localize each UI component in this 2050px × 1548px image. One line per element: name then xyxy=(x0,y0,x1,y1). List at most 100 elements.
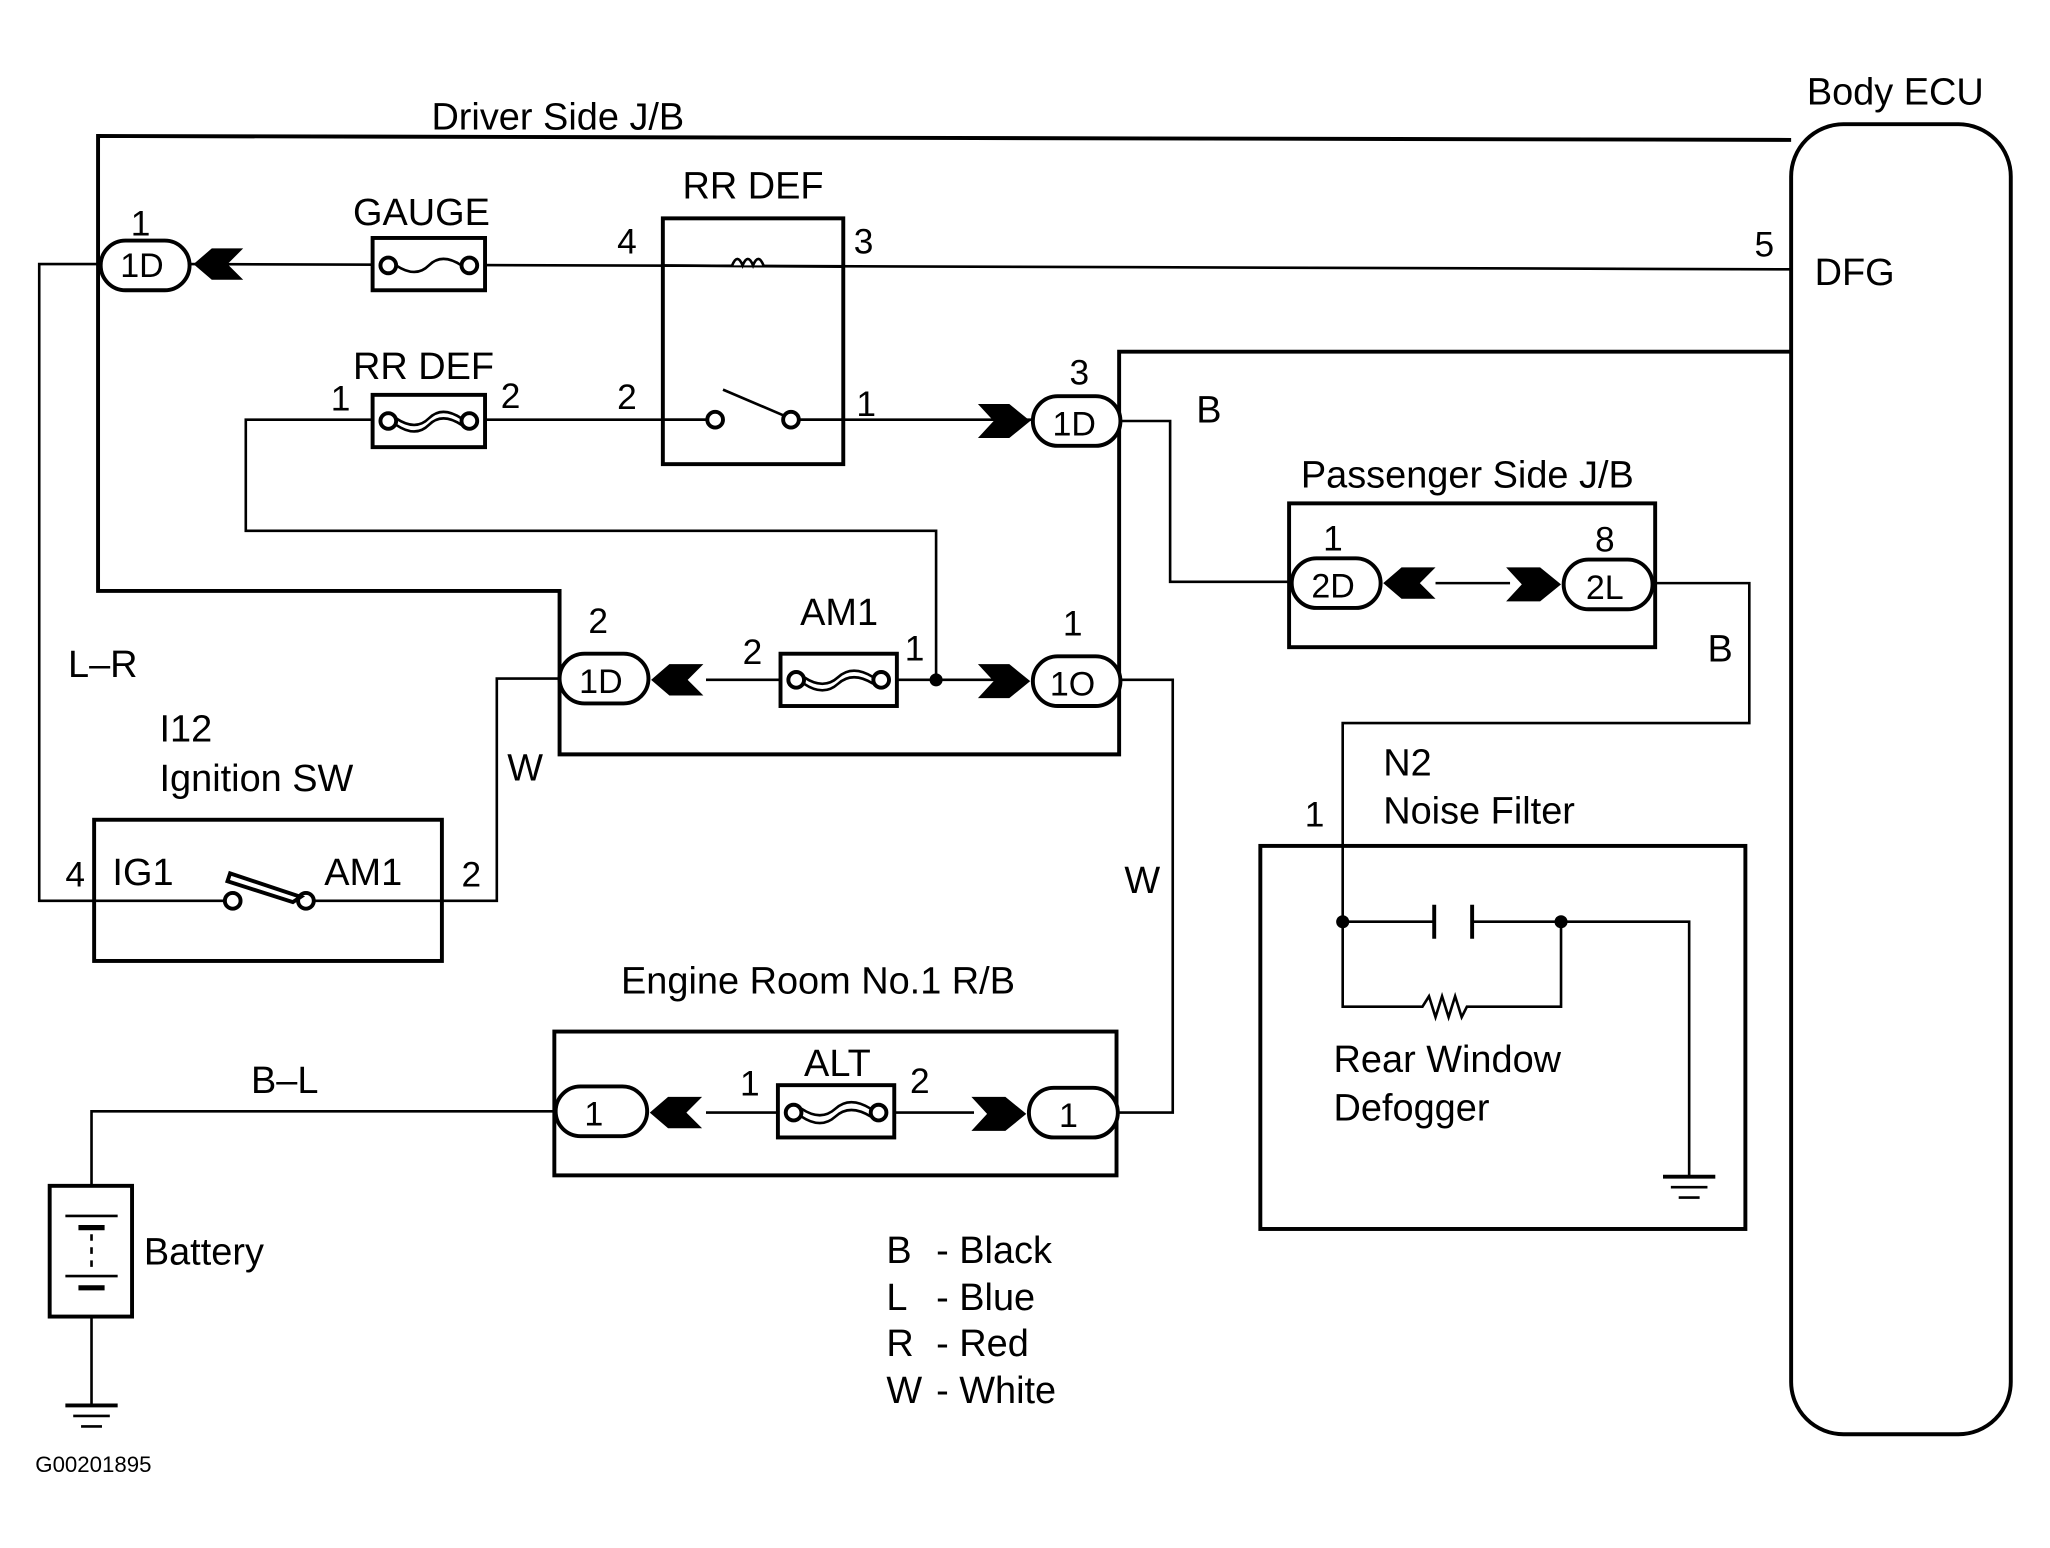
fuse-rr-pin-1: 1 xyxy=(331,380,351,419)
battery: Battery xyxy=(47,1183,264,1428)
noise-label: Noise Filter xyxy=(1383,791,1575,833)
wire-bl xyxy=(90,1110,556,1186)
fuse-element-icon xyxy=(395,410,463,427)
wire-defogger-ground xyxy=(1561,920,1691,1177)
wire-b-2 xyxy=(1341,581,1751,922)
connector-1d-mid-label: 1D xyxy=(1052,405,1095,443)
wire-lr xyxy=(37,262,101,903)
pin-2d: 1 xyxy=(1323,519,1343,558)
driver-jb-label: Driver Side J/B xyxy=(431,96,684,138)
body-ecu-box xyxy=(1789,122,2013,1437)
connector-2d-body xyxy=(1289,556,1383,610)
legend-code: R xyxy=(886,1323,913,1365)
arrow-right-icon xyxy=(1506,567,1562,602)
alt-pin-1: 1 xyxy=(740,1065,760,1104)
ignition-switch: I12 Ignition SW IG1 AM1 4 2 xyxy=(65,708,482,963)
relay-pin-1: 1 xyxy=(856,385,876,424)
pin-2l: 8 xyxy=(1595,521,1615,560)
am1-fuse: AM1 2 1 xyxy=(743,592,925,708)
dfg-label: DFG xyxy=(1815,252,1895,294)
ig-pin-2: 2 xyxy=(462,855,482,894)
engine-rb-label: Engine Room No.1 R/B xyxy=(621,961,1015,1003)
wire-color-b-2: B xyxy=(1707,629,1732,671)
rr-def-relay: RR DEF 4 3 2 1 xyxy=(617,166,876,467)
wire-color-w-2: W xyxy=(1124,860,1160,902)
rr-def-fuse-label: RR DEF xyxy=(353,346,494,388)
fuse-element-icon xyxy=(395,257,463,274)
wire-w-er xyxy=(1117,678,1175,1114)
ig-pin-4: 4 xyxy=(65,855,85,894)
noise-filter: N2 Noise Filter 1 Rear Window Defogger xyxy=(1258,742,1748,1231)
relay-pin-2: 2 xyxy=(617,378,637,417)
passenger-jb-label: Passenger Side J/B xyxy=(1301,455,1634,497)
fuse-terminal-icon xyxy=(459,411,480,431)
wire-color-legend: B - Black L - Blue R - Red W - White xyxy=(886,1230,1056,1412)
fuse-element-icon xyxy=(800,1108,872,1125)
battery-label: Battery xyxy=(144,1231,264,1273)
battery-box xyxy=(47,1183,135,1319)
wires xyxy=(37,262,1792,1406)
relay-pin-3: 3 xyxy=(854,223,874,262)
legend-code: L xyxy=(886,1277,907,1319)
arrow-right-icon xyxy=(977,404,1031,438)
am1-pin-2: 2 xyxy=(743,633,763,672)
arrow-left-icon xyxy=(651,664,704,696)
body-ecu-label: Body ECU xyxy=(1807,72,1984,114)
noise-pin-1: 1 xyxy=(1305,795,1325,834)
defogger-label-2: Defogger xyxy=(1334,1087,1490,1129)
connector-2l-label: 2L xyxy=(1586,569,1624,607)
wire-color-b-1: B xyxy=(1196,389,1221,431)
legend-name: - White xyxy=(936,1370,1056,1412)
connector-1o-body xyxy=(1030,654,1123,708)
body-ecu: Body ECU DFG 5 xyxy=(1755,72,2013,1437)
connector-1d-mid: 1D 3 B xyxy=(977,353,1222,448)
fuse-terminal-icon xyxy=(871,670,891,690)
relay-pin-4: 4 xyxy=(617,223,637,262)
fuse-element-icon xyxy=(395,417,463,433)
junction-dot xyxy=(1554,915,1568,929)
fuse-element-icon xyxy=(800,1100,872,1117)
switch-contact-icon xyxy=(705,409,725,430)
defogger-box xyxy=(1258,843,1748,1231)
resistor-icon xyxy=(1341,921,1563,1022)
defogger-label-1: Rear Window xyxy=(1334,1039,1562,1081)
passenger-side-jb: Passenger Side J/B 2D 1 2L 8 B xyxy=(1287,455,1733,671)
legend-code: B xyxy=(886,1230,911,1272)
wire-b-1 xyxy=(1120,419,1292,584)
fuse-terminal-icon xyxy=(378,411,399,431)
rr-def-fuse: RR DEF 1 2 xyxy=(331,346,520,450)
fuse-element-icon xyxy=(803,669,875,686)
arrow-right-icon xyxy=(971,1096,1027,1131)
arrow-left-icon xyxy=(649,1096,703,1129)
legend-name: - Black xyxy=(936,1230,1053,1272)
arrow-left-icon xyxy=(193,248,244,280)
am1-fuse-label: AM1 xyxy=(800,592,878,634)
connector-2l-body xyxy=(1561,557,1655,612)
gauge-fuse-label: GAUGE xyxy=(353,192,490,234)
fuse-terminal-icon xyxy=(378,255,399,276)
relay-box xyxy=(660,216,846,467)
fuse-terminal-icon xyxy=(868,1102,889,1123)
relay-label: RR DEF xyxy=(682,166,823,208)
connector-2d-label: 2D xyxy=(1311,568,1354,606)
noise-id: N2 xyxy=(1383,742,1431,784)
connector-1d-left-label: 1D xyxy=(579,663,622,701)
connector-1d-left-body xyxy=(557,651,651,706)
legend-code: W xyxy=(886,1370,922,1412)
pin-1d-left: 2 xyxy=(588,602,608,641)
fuse-terminal-icon xyxy=(786,670,807,690)
fuse-terminal-icon xyxy=(783,1102,804,1123)
wire-color-lr: L–R xyxy=(68,644,138,686)
ecu-pin-5: 5 xyxy=(1755,225,1775,264)
connector-1d-top-label: 1D xyxy=(120,247,163,285)
wire-color-w-1: W xyxy=(507,748,543,790)
switch-contact-icon xyxy=(781,409,801,430)
ignition-label: Ignition SW xyxy=(160,758,354,800)
am1-switch-label: AM1 xyxy=(324,852,402,894)
legend-name: - Blue xyxy=(936,1277,1035,1319)
fuse-element-icon xyxy=(803,675,875,692)
am1-pin-1: 1 xyxy=(905,629,925,668)
ig1-label: IG1 xyxy=(112,852,173,894)
fuse-terminal-icon xyxy=(459,255,480,276)
